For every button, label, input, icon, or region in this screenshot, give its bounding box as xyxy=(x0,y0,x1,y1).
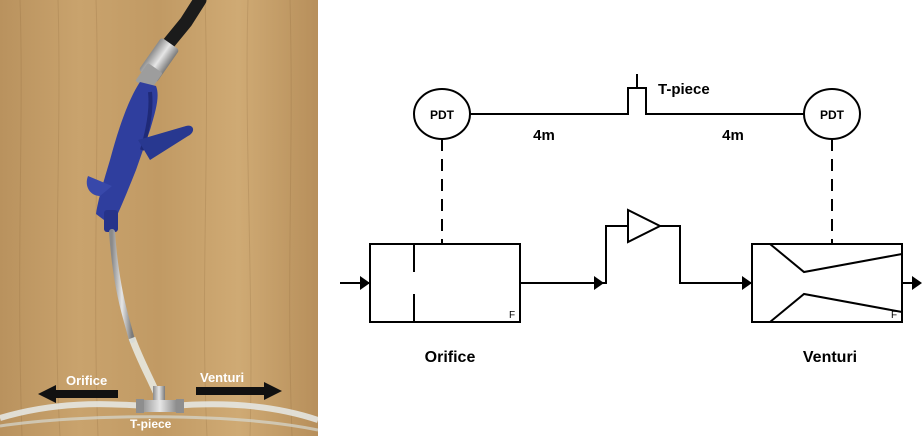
orifice-label: Orifice xyxy=(425,349,476,366)
photo-panel: Orifice Venturi T-piece xyxy=(0,0,318,436)
pdt-right-label: PDT xyxy=(820,108,845,122)
flow-schematic: PDT PDT T-piece 4m 4m F F Orifice Ventur… xyxy=(318,0,924,436)
blow-gun-symbol xyxy=(628,210,660,242)
outlet-arrowhead xyxy=(912,276,922,290)
pipe-to-gun xyxy=(520,226,628,283)
photo-label-tpiece: T-piece xyxy=(130,417,172,431)
inlet-arrowhead xyxy=(360,276,370,290)
length-right-label: 4m xyxy=(722,127,744,144)
orifice-block xyxy=(370,244,520,322)
venturi-flag: F xyxy=(891,310,897,321)
pipe-to-venturi xyxy=(660,226,752,283)
photo-label-venturi: Venturi xyxy=(200,370,244,385)
tpiece-label: T-piece xyxy=(658,81,710,98)
venturi-block xyxy=(752,244,902,322)
arrowhead-2 xyxy=(742,276,752,290)
arrowhead-1 xyxy=(594,276,604,290)
impulse-line xyxy=(470,88,804,114)
setup-photo: Orifice Venturi T-piece xyxy=(0,0,318,436)
diagram-panel: PDT PDT T-piece 4m 4m F F Orifice Ventur… xyxy=(318,0,924,436)
pdt-left-label: PDT xyxy=(430,108,455,122)
orifice-flag: F xyxy=(509,310,515,321)
venturi-label: Venturi xyxy=(803,349,857,366)
length-left-label: 4m xyxy=(533,127,555,144)
photo-label-orifice: Orifice xyxy=(66,373,107,388)
